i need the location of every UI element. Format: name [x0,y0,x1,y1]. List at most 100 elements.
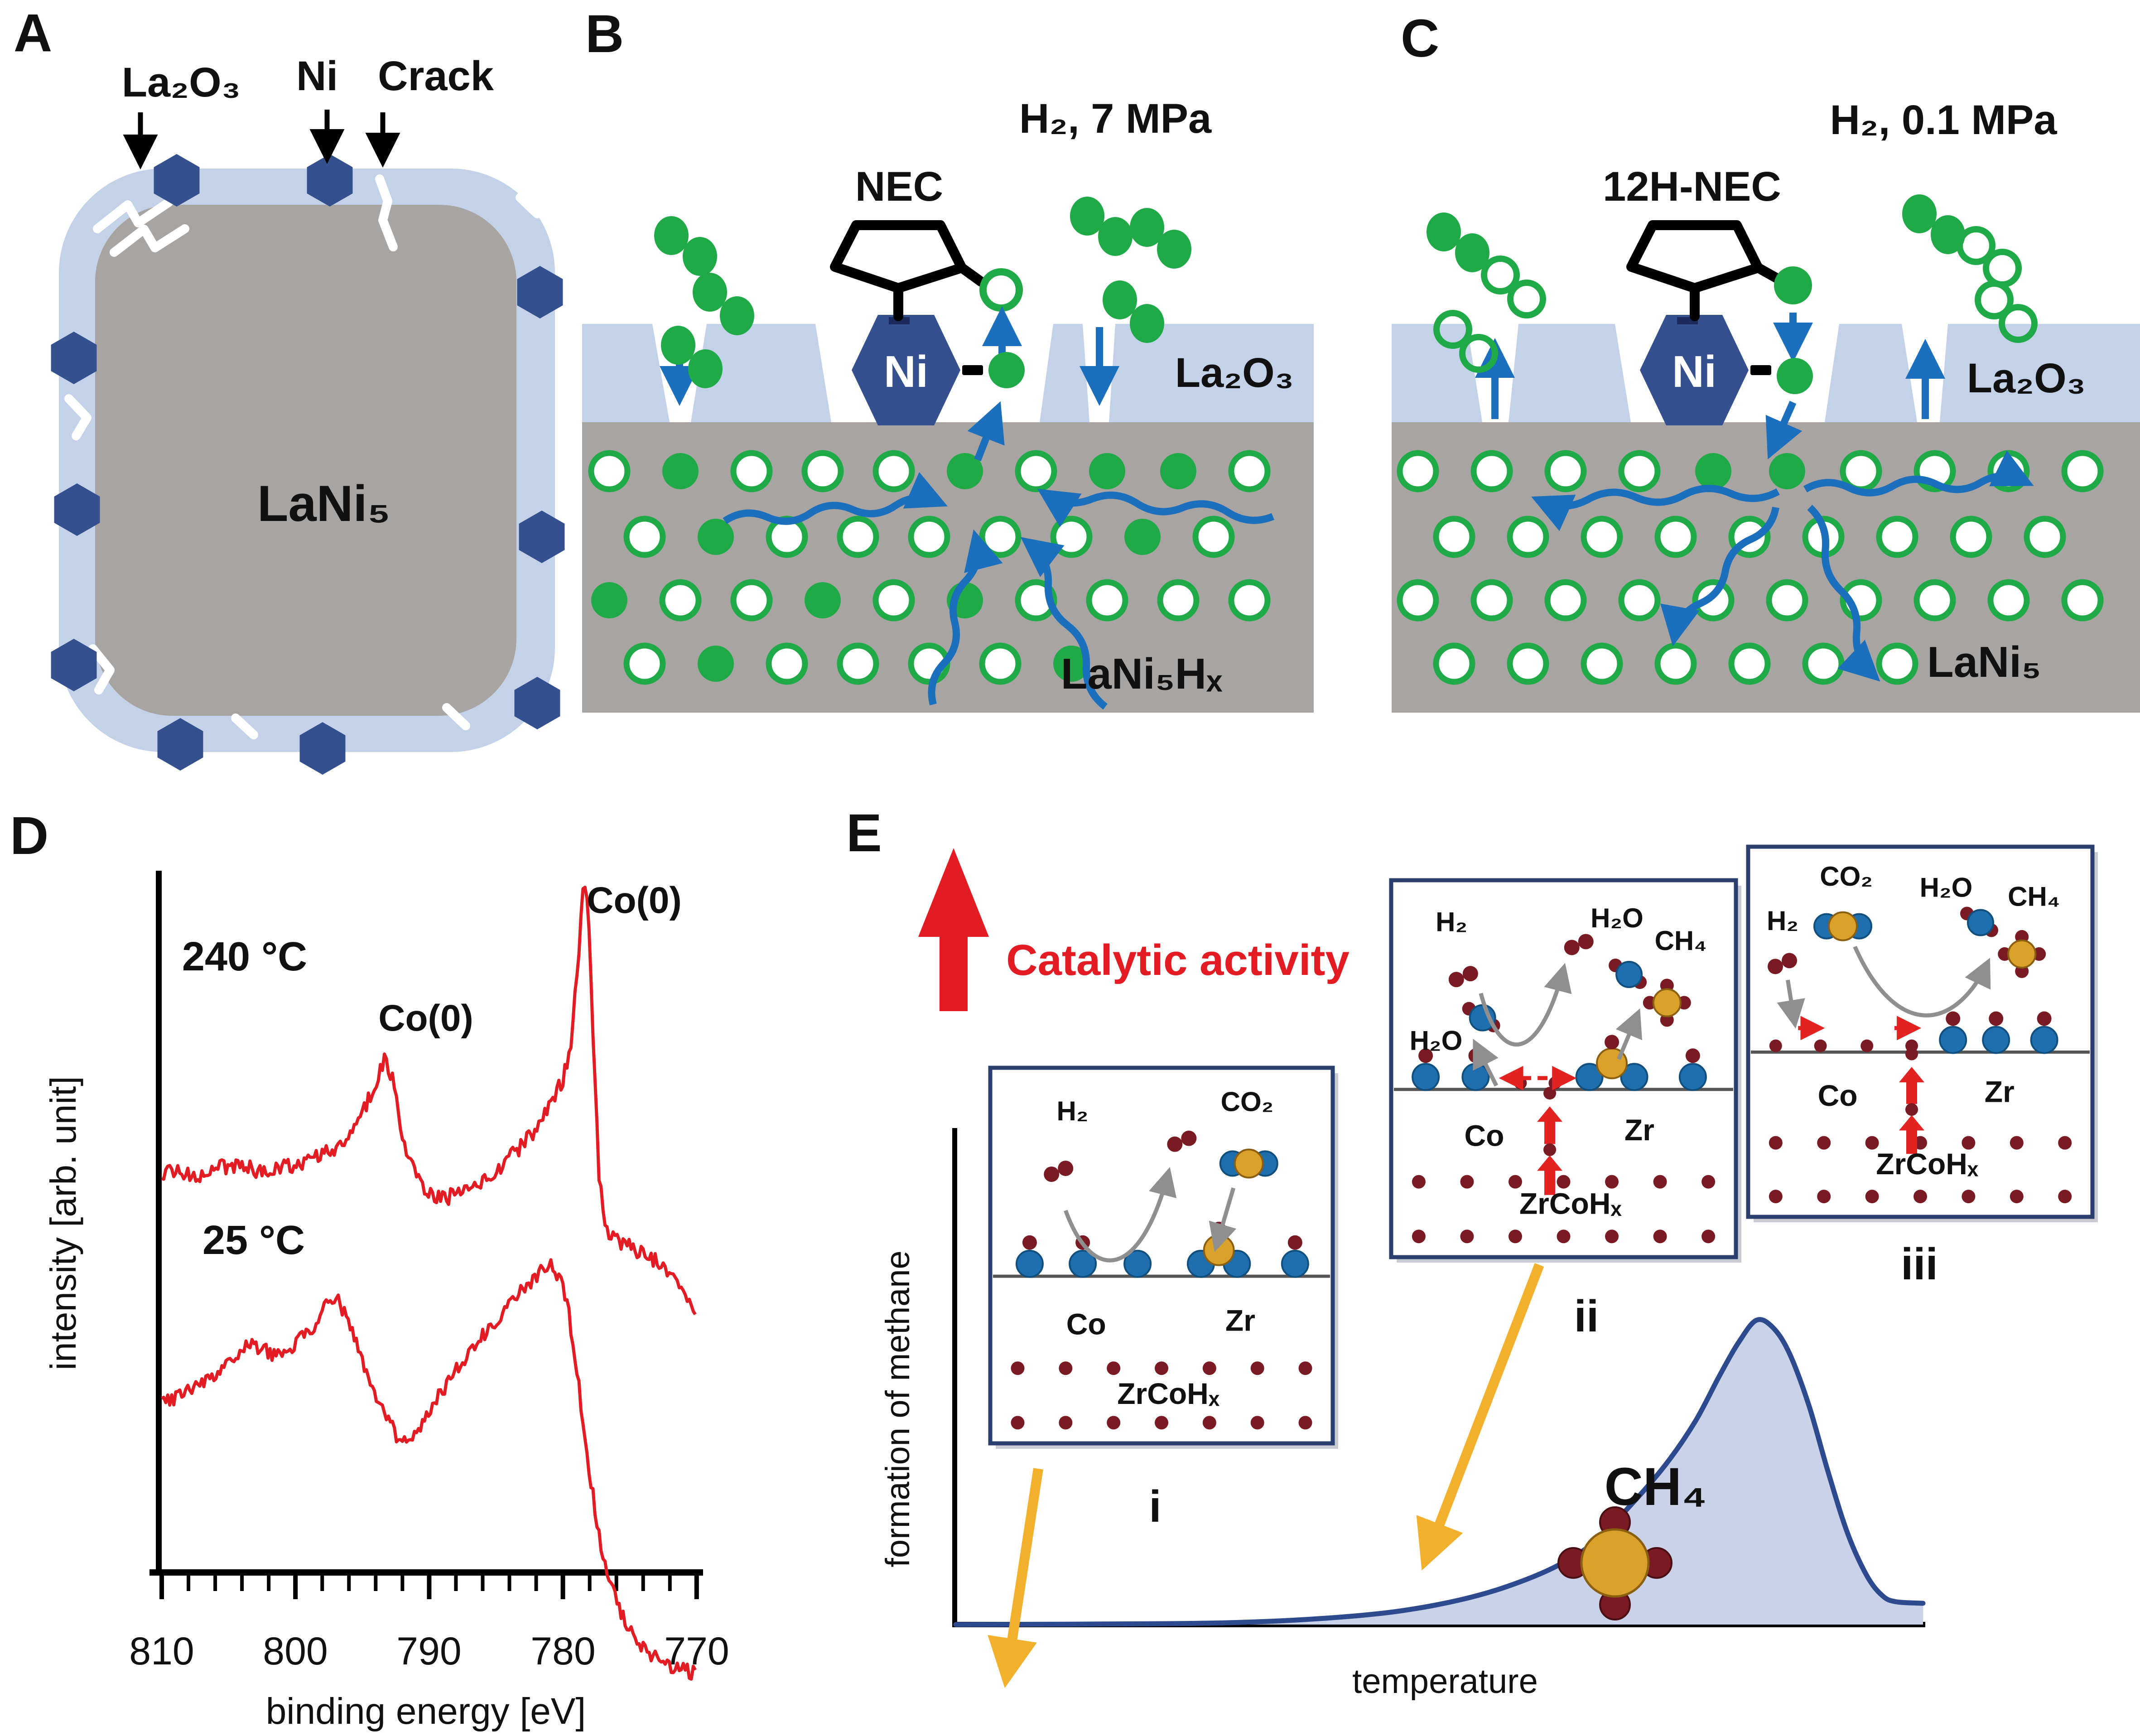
h-atom-filled [805,582,841,618]
h-supply-arrow [1537,1155,1563,1195]
bulk-h-dot [2010,1136,2024,1150]
co-atom [1461,1063,1490,1091]
bulk-h-dot [1508,1230,1522,1244]
h-site-open [588,450,631,492]
h-on-atom [1287,1235,1302,1250]
co-atom [2030,1026,2058,1054]
h-site-open [766,642,808,685]
d-tick-790: 790 [396,1630,462,1673]
h-into-lattice-arrow [1765,400,1803,459]
bulk-h-dot [1605,1175,1619,1189]
nec-h-bond [957,263,986,287]
y-axis [156,871,162,1576]
h-site-open [1913,579,1956,622]
bulk-h-dot [2058,1190,2072,1204]
h-on-atom [1685,1048,1700,1063]
h-site-open [979,516,1022,558]
h2-dot [1167,1136,1183,1152]
co-atom [1620,1063,1648,1091]
bulk-h-dot [1962,1136,1976,1150]
h2-vacancy-ring [1459,334,1498,373]
bulk-h-dot [1059,1416,1073,1430]
bulk-h-dot [1817,1136,1831,1150]
h-atom-filled [947,453,983,489]
minor-tick [534,1576,538,1591]
bulk-h-dot [1298,1361,1312,1375]
methane-area-fill [956,1319,1923,1625]
h-atom-filled [662,453,699,489]
h-site-open [1766,579,1808,622]
h2-dot [1578,934,1594,950]
panel-d-xps-plot [149,871,703,1681]
h-site-open [1157,579,1200,622]
h2-molecule [693,273,727,312]
label-nec: NEC [855,164,944,210]
inset-label-bulk: ZrCoHₓ [1519,1186,1622,1220]
label-lani5-core: LaNi₅ [257,475,391,532]
label-la2o3: La₂O₃ [121,59,241,106]
co-atom [1412,1063,1440,1091]
h-site-open [1581,642,1623,685]
h2-vacancy-ring [1983,249,2022,288]
h-diffusion-wave [1531,485,1780,531]
h-on-atom [1989,1011,2004,1026]
h-atom-filled [1124,519,1161,555]
panel-a-particle-schematic [51,110,565,775]
bulk-h-dot [1460,1230,1474,1244]
major-tick [159,1576,164,1599]
methane-formation-curve [953,1317,1926,1627]
minor-tick [668,1576,672,1591]
reaction-arrow [1473,1038,1499,1087]
ni-hexagon [51,332,97,384]
minor-tick [588,1576,592,1591]
minor-tick [374,1576,378,1591]
h2-dot [1448,972,1464,988]
h-on-c [1605,1035,1619,1050]
minor-tick [240,1576,244,1591]
annotation-arrows [123,110,400,169]
label-h2-pressure-b: H₂, 7 MPa [1019,96,1212,142]
metal-lattice [1397,450,2104,685]
h2-molecule [661,326,695,365]
h-site-open [1618,450,1661,492]
d-tick-780: 780 [530,1630,596,1673]
surface-h-dot [1814,1039,1827,1052]
h2-dot [1044,1166,1060,1182]
label-12h-nec: 12H-NEC [1603,164,1781,210]
h2-dot [1564,940,1580,955]
minor-tick [267,1576,271,1591]
bulk-h-dot [1557,1175,1571,1189]
minor-tick [400,1576,405,1591]
panel-c-dehydrogenation-schematic [1392,194,2140,713]
inset-label-h2: H₂ [1767,906,1798,936]
h-site-open [1876,516,1918,558]
step-arrows [988,1263,1544,1688]
d-tick-770: 770 [664,1630,729,1673]
h-diffusion-arrows [1531,450,2034,682]
bulk-h-dot [1059,1361,1073,1375]
bulk-h-dot [1155,1361,1168,1375]
nec-h2-molecules [654,197,1191,388]
bulk-h-dot [1865,1136,1879,1150]
h-site-open [1397,579,1439,622]
ni-catalyst-hexagon [1640,315,1749,425]
h-atom-filled [591,582,627,618]
label-step-i: i [1149,1481,1162,1531]
h-site-open [1086,579,1128,622]
h2-dot [1058,1160,1074,1176]
label-co0-peak2: Co(0) [587,880,682,921]
bulk-h-dot [2058,1136,2072,1150]
co2-molecule [1828,911,1858,941]
ni-nanoparticles [51,154,565,775]
inset-label-co: Co [1066,1307,1106,1341]
h2-dot [1462,966,1478,982]
h-site-open [1728,642,1771,685]
bulk-h-dot [1865,1190,1879,1204]
h2o-molecule [1615,961,1643,988]
h-site-open [1433,516,1475,558]
inset-label-zr: Zr [1225,1303,1255,1337]
inset-label-bulk: ZrCoHₓ [1876,1147,1979,1181]
ch4-molecule-large [1557,1506,1672,1620]
co-atom [1982,1026,2010,1054]
h-diffusion-wave [1037,488,1274,527]
